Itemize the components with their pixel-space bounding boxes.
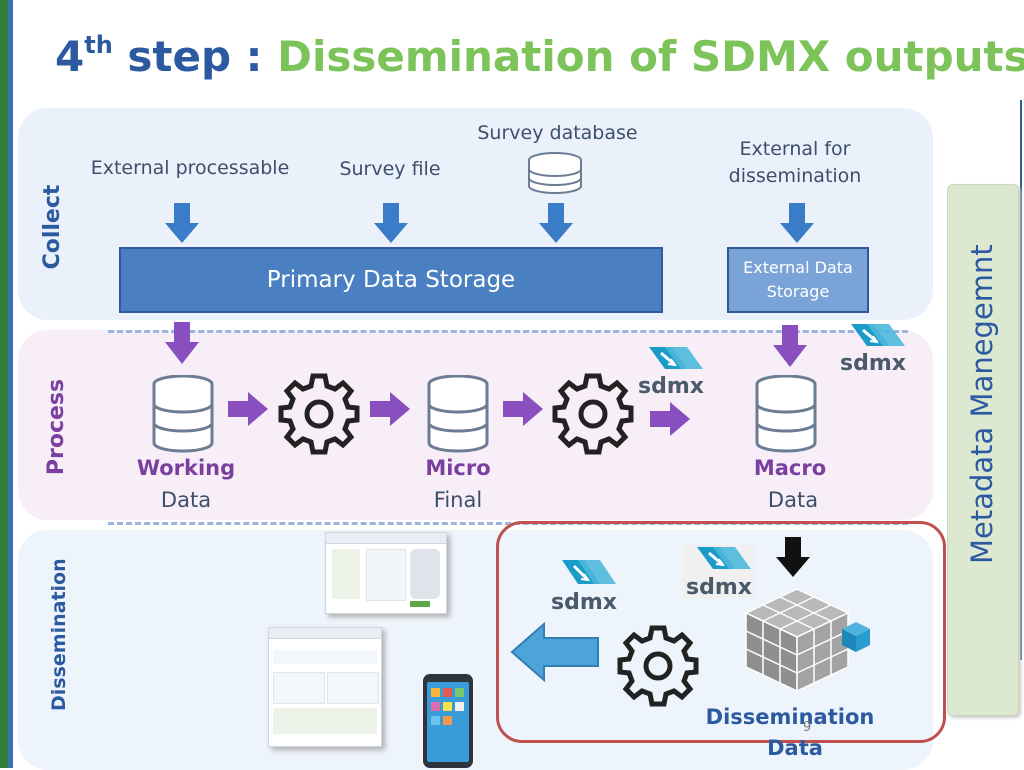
mobile-phone-icon (423, 674, 473, 768)
down-arrow-icon (539, 203, 573, 243)
sdmx-logo: sdmx (548, 558, 620, 614)
dissemination-section-label: Dissemination (48, 558, 70, 711)
external-processable-label: External processable (90, 157, 290, 179)
sdmx-logo-text: sdmx (551, 590, 617, 615)
macro-data-title: Macro (753, 456, 827, 480)
down-arrow-icon (165, 203, 199, 243)
separator-collect-process (108, 330, 908, 333)
black-down-arrow-icon (776, 537, 810, 577)
sdmx-logo: sdmx (635, 345, 707, 399)
external-for-label: External for (739, 138, 851, 160)
sdmx-logo-mark-icon (851, 324, 905, 346)
sdmx-logo-text: sdmx (686, 575, 752, 600)
gear-icon (617, 625, 699, 707)
metadata-panel (947, 184, 1019, 716)
sdmx-logo-text: sdmx (840, 351, 906, 376)
micro-final-title: Micro (425, 456, 491, 480)
sdmx-logo-mark-icon (649, 347, 703, 369)
left-accent-bar-blue (8, 0, 13, 768)
dissemination-output-frame (496, 521, 946, 743)
metadata-line (1020, 100, 1022, 660)
slide-title: 4th step : Dissemination of SDMX outputs (55, 30, 1024, 84)
output-left-arrow-icon (510, 622, 599, 682)
purple-right-arrow-icon (370, 392, 410, 426)
primary-data-storage-label: Primary Data Storage (266, 267, 516, 293)
purple-right-arrow-icon (650, 402, 690, 436)
macro-data-subtitle: Data (767, 488, 819, 512)
title-step-suffix: step : (112, 32, 278, 81)
dissemination-label-collect: dissemination (728, 165, 862, 187)
gear-icon (552, 373, 634, 455)
sdmx-logo-mark-icon (562, 560, 616, 584)
purple-down-arrow-icon (773, 325, 807, 367)
down-arrow-icon (780, 203, 814, 243)
working-data-subtitle: Data (160, 488, 212, 512)
page-number: 9 (803, 720, 812, 735)
metadata-management-label: Metadata Manegemnt (965, 244, 999, 564)
survey-database-icon (528, 152, 582, 194)
process-label: Process (44, 378, 69, 476)
survey-file-label: Survey file (339, 158, 441, 180)
down-arrow-icon (374, 203, 408, 243)
website-screenshot-thumbnail (325, 532, 447, 614)
working-data-database-icon (152, 375, 214, 453)
external-storage-line1: External Data (743, 258, 853, 277)
title-step-superscript: th (84, 31, 113, 59)
survey-database-label: Survey database (477, 122, 638, 144)
data-cube-icon (744, 588, 850, 693)
primary-data-storage: Primary Data Storage (119, 247, 663, 313)
macro-data-database-icon (755, 375, 817, 453)
purple-right-arrow-icon (503, 392, 543, 426)
dashboard-screenshot-thumbnail (268, 627, 382, 747)
sdmx-logo-text: sdmx (638, 374, 704, 399)
title-step-number: 4 (55, 32, 85, 81)
dissemination-data-subtitle: Data (767, 736, 823, 760)
small-cube-icon (842, 622, 870, 652)
sdmx-logo: sdmx (837, 322, 909, 376)
working-data-title: Working (136, 456, 236, 480)
title-main: Dissemination of SDMX outputs (277, 32, 1024, 81)
collect-label: Collect (40, 184, 65, 270)
external-storage-line2: Storage (766, 282, 830, 301)
purple-right-arrow-icon (228, 392, 268, 426)
purple-down-arrow-icon (165, 322, 199, 364)
sdmx-logo-mark-icon (697, 547, 751, 569)
left-accent-bar (0, 0, 8, 768)
sdmx-logo: sdmx (683, 545, 755, 599)
gear-icon (278, 373, 360, 455)
dissemination-data-title: Dissemination (705, 705, 875, 729)
micro-final-subtitle: Final (433, 488, 483, 512)
micro-final-database-icon (427, 375, 489, 453)
